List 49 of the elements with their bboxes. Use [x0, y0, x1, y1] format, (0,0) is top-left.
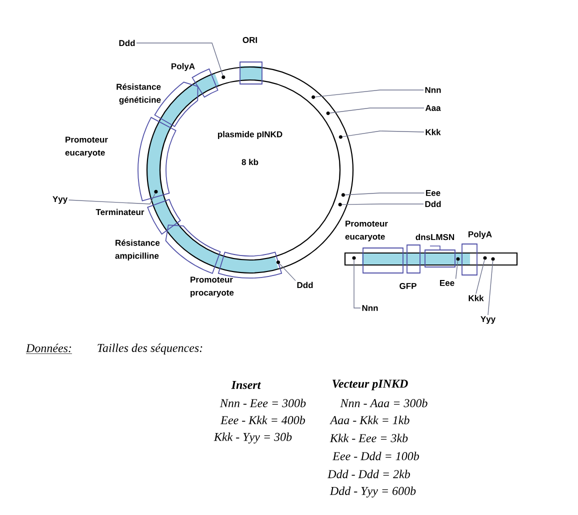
- site-label: Yyy: [52, 196, 68, 204]
- table-text: Ddd - Ddd = 2kb: [327, 470, 410, 478]
- heading-text: Données:: [26, 344, 72, 354]
- gene-label: plasmide pINKD: [218, 131, 282, 139]
- table-text: Eee - Ddd = 100b: [332, 452, 419, 460]
- leader-line: [314, 90, 424, 98]
- gene-label: dnsLMSN: [416, 234, 454, 240]
- gene-label: Promoteur procaryote: [190, 276, 234, 298]
- gene-label: 8 kb: [242, 158, 258, 166]
- site-label: Kkk: [468, 294, 484, 302]
- gene-label: PolyA: [468, 231, 492, 239]
- table-text: Kkk - Yyy = 30b: [214, 432, 292, 444]
- table-text: Aaa - Kkk = 1kb: [330, 416, 410, 424]
- gene-label: Résistance généticine: [116, 83, 161, 105]
- leader-line: [344, 192, 425, 196]
- site-label: Aaa: [425, 105, 441, 111]
- column-header: Insert: [231, 381, 261, 389]
- site-label: Eee: [426, 190, 440, 196]
- gene-label: Promoteur eucaryote: [65, 136, 108, 158]
- leader-line: [342, 204, 424, 205]
- site-label: Ddd: [425, 200, 441, 208]
- site-label: Eee: [440, 280, 454, 286]
- table-text: Tailles des séquences:: [98, 344, 202, 354]
- site-label: Ddd: [119, 40, 135, 46]
- table-text: Nnn - Eee = 300b: [220, 398, 306, 408]
- leader-line: [476, 260, 485, 294]
- table-text: Ddd - Yyy = 600b: [330, 486, 416, 498]
- leader-line: [68, 193, 156, 204]
- leader-line: [488, 260, 494, 316]
- leader-line: [455, 260, 458, 280]
- leader-line: [330, 108, 424, 114]
- site-label: Kkk: [426, 128, 441, 136]
- leader-line: [279, 263, 296, 282]
- gene-label: Terminateur: [96, 208, 144, 216]
- gene-label: PolyA: [172, 63, 195, 71]
- table-text: Nnn - Aaa = 300b: [340, 398, 428, 408]
- table-text: Kkk - Eee = 3kb: [330, 434, 408, 442]
- gene-label: GFP: [400, 283, 416, 289]
- table-text: Eee - Kkk = 400b: [220, 416, 305, 424]
- gene-label: ORI: [242, 37, 257, 43]
- column-header: Vecteur pINKD: [332, 380, 408, 390]
- site-label: Ddd: [297, 282, 313, 288]
- leader-line: [342, 130, 424, 138]
- site-label: Nnn: [362, 305, 378, 311]
- site-label: Yyy: [480, 316, 496, 324]
- site-label: Nnn: [425, 87, 441, 93]
- leader-line: [354, 260, 361, 308]
- gene-label: Résistance ampicilline: [115, 240, 160, 260]
- gene-label: Promoteur eucaryote: [345, 220, 388, 242]
